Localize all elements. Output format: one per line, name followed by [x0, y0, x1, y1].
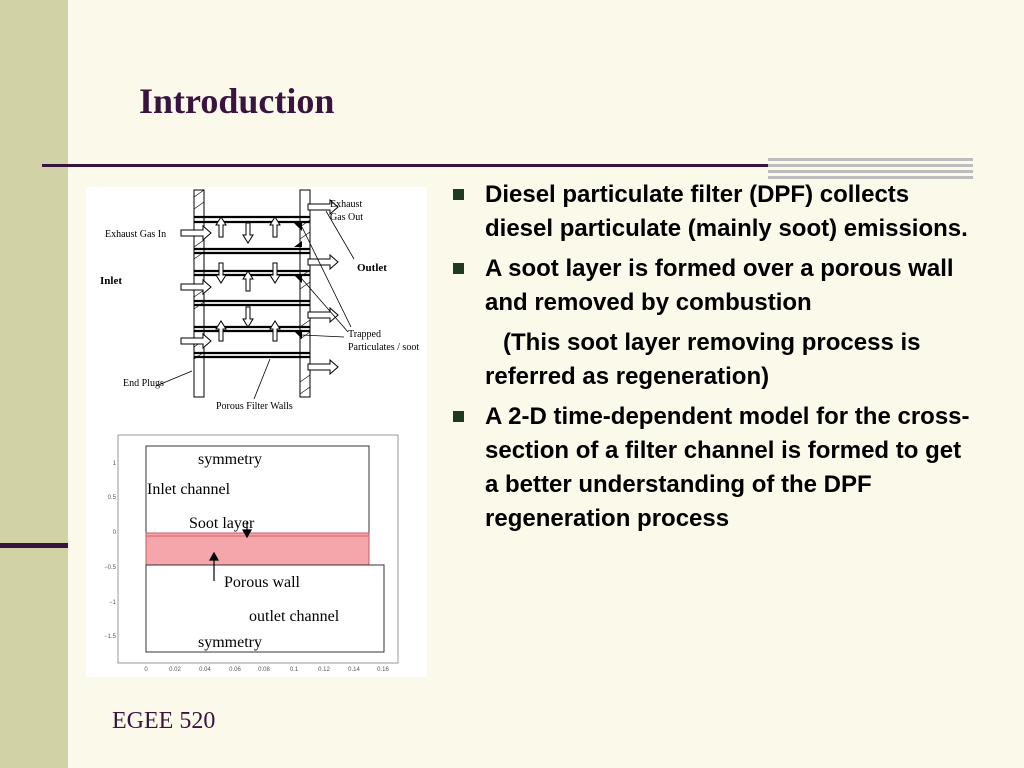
bullet-list: Diesel particulate filter (DPF) collects… [450, 178, 970, 542]
label-exhaust-in: Exhaust Gas In [105, 229, 166, 240]
bullet-text: A 2-D time-dependent model for the cross… [485, 403, 970, 532]
bullet-subitem: (This soot layer removing process is ref… [450, 326, 970, 394]
y-tick-neg1.5: −1.5 [104, 634, 117, 640]
label-inlet: Inlet [100, 275, 122, 287]
label-porous-wall: Porous wall [224, 574, 301, 591]
square-bullet-icon [453, 263, 464, 274]
left-decor-band [0, 0, 68, 768]
label-symmetry-top: symmetry [198, 451, 262, 468]
label-porous-filter-walls: Porous Filter Walls [216, 401, 293, 412]
label-exhaust-out-2: Gas Out [330, 212, 363, 223]
x-tick-0.14: 0.14 [348, 667, 360, 673]
dpf-diagram: Exhaust Gas In Exhaust Gas Out Inlet Out… [100, 189, 419, 673]
label-end-plugs: End Plugs [123, 378, 164, 389]
y-tick-neg0.5: −0.5 [104, 565, 117, 571]
slide-title: Introduction [139, 81, 335, 121]
title-rule-accent [768, 158, 973, 180]
bullet-item: Diesel particulate filter (DPF) collects… [450, 178, 970, 246]
y-tick-0: 0 [113, 530, 117, 536]
model-domain-plot: 1 0.5 0 −0.5 −1 −1.5 0 0.02 0.04 0.06 0.… [104, 434, 399, 673]
label-inlet-channel: Inlet channel [147, 481, 231, 498]
x-tick-0.08: 0.08 [258, 667, 270, 673]
x-tick-0.06: 0.06 [229, 667, 241, 673]
label-outlet-channel: outlet channel [249, 608, 340, 625]
title-rule [42, 164, 972, 167]
label-exhaust-out-1: Exhaust [330, 199, 362, 210]
slide-footer: EGEE 520 [112, 708, 216, 734]
bullet-item: A 2-D time-dependent model for the cross… [450, 400, 970, 536]
label-trapped-1: Trapped [348, 329, 381, 340]
x-tick-0: 0 [144, 667, 148, 673]
bullet-text: Diesel particulate filter (DPF) collects… [485, 181, 968, 242]
x-tick-0.1: 0.1 [290, 667, 299, 673]
bullet-text: (This soot layer removing process is ref… [485, 329, 921, 390]
square-bullet-icon [453, 189, 464, 200]
x-tick-0.02: 0.02 [169, 667, 181, 673]
x-tick-0.04: 0.04 [199, 667, 211, 673]
y-tick-1: 1 [113, 461, 117, 467]
dpf-figure: Exhaust Gas In Exhaust Gas Out Inlet Out… [86, 187, 427, 677]
x-tick-0.16: 0.16 [377, 667, 389, 673]
square-bullet-icon [453, 411, 464, 422]
label-symmetry-bottom: symmetry [198, 634, 262, 651]
label-outlet: Outlet [357, 262, 387, 274]
label-trapped-2: Particulates / soot [348, 342, 419, 353]
label-soot-layer: Soot layer [189, 515, 255, 532]
soot-layer-region [145, 532, 370, 566]
y-tick-0.5: 0.5 [108, 495, 117, 501]
bullet-text: A soot layer is formed over a porous wal… [485, 255, 954, 316]
y-tick-neg1: −1 [109, 600, 117, 606]
left-decor-mark [0, 543, 68, 548]
dpf-schematic: Exhaust Gas In Exhaust Gas Out Inlet Out… [100, 189, 419, 412]
x-tick-0.12: 0.12 [318, 667, 330, 673]
bullet-item: A soot layer is formed over a porous wal… [450, 252, 970, 320]
outlet-channel-region [145, 564, 385, 653]
